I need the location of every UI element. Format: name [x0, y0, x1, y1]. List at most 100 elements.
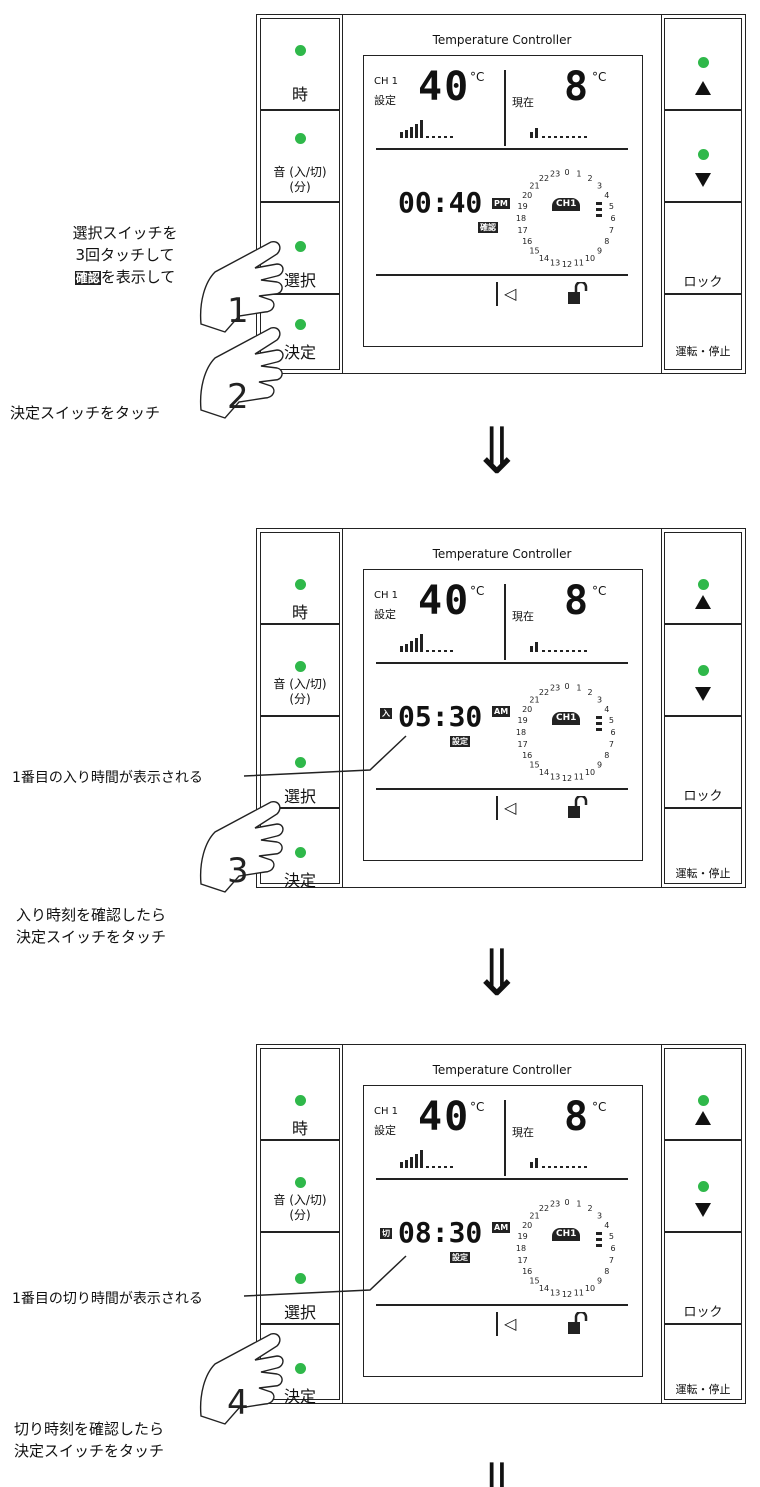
dial-number: 21 — [529, 1212, 539, 1221]
down-button[interactable] — [664, 110, 742, 202]
dial-number: 12 — [562, 260, 572, 269]
confirm-tag: 確認 — [478, 222, 498, 233]
dial-number: 17 — [518, 740, 528, 749]
sound-button-sublabel: (分) — [289, 1208, 311, 1222]
hour-button[interactable]: 時 — [260, 1048, 340, 1140]
dial-number: 19 — [518, 1232, 528, 1241]
select-button[interactable]: 選択 — [260, 1232, 340, 1324]
dial-number: 17 — [518, 1256, 528, 1265]
clock-time: 08:30 — [398, 1216, 483, 1249]
run-stop-button[interactable]: 運転・停止 — [664, 1324, 742, 1400]
dial-number: 6 — [610, 1244, 615, 1253]
current-temperature: 8 — [564, 578, 589, 624]
dial-number: 8 — [604, 751, 609, 760]
dial-number: 20 — [522, 1221, 532, 1230]
led-indicator — [295, 847, 306, 858]
controller-panel-2: 時 音 (入/切) (分) 選択 決定 Temperature Controll… — [256, 528, 746, 890]
select-button[interactable]: 選択 — [260, 716, 340, 808]
led-indicator — [295, 45, 306, 56]
lock-button[interactable]: ロック — [664, 716, 742, 808]
confirm-button-label: 決定 — [283, 871, 316, 890]
dial-number: 5 — [609, 202, 614, 211]
sound-button[interactable]: 音 (入/切) (分) — [260, 1140, 340, 1232]
instruction-text: 切り時刻を確認したら 決定スイッチをタッチ — [14, 1420, 165, 1460]
sound-button-label: 音 (入/切) — [273, 1193, 327, 1207]
dial-number: 4 — [604, 191, 609, 200]
dial-number: 21 — [529, 182, 539, 191]
set-temperature: 40 — [418, 578, 471, 624]
dial-number: 17 — [518, 226, 528, 235]
led-indicator — [295, 241, 306, 252]
display-frame: Temperature Controller CH 1 設定 40 °C 現在 … — [342, 528, 662, 888]
dial-number: 20 — [522, 705, 532, 714]
lock-button-label: ロック — [683, 275, 723, 290]
dial-number: 14 — [539, 768, 549, 777]
dial-number: 16 — [522, 237, 532, 246]
dial-number: 15 — [529, 1277, 539, 1286]
channel-badge: CH1 — [552, 1228, 581, 1241]
dial-number: 1 — [576, 684, 581, 693]
dial-marks — [596, 202, 602, 220]
current-label: 現在 — [512, 96, 534, 109]
dial-number: 12 — [562, 774, 572, 783]
sound-button[interactable]: 音 (入/切) (分) — [260, 110, 340, 202]
display-frame: Temperature Controller CH 1 設定 40 °C 現在 … — [342, 14, 662, 374]
dial-number: 13 — [550, 772, 560, 781]
speaker-icon: ◁ — [504, 1314, 517, 1333]
up-arrow-icon — [695, 595, 711, 609]
led-indicator — [295, 661, 306, 672]
dial-number: 22 — [539, 174, 549, 183]
dial-number: 1 — [576, 170, 581, 179]
up-button[interactable] — [664, 532, 742, 624]
run-stop-button[interactable]: 運転・停止 — [664, 294, 742, 370]
confirm-button-label: 決定 — [283, 343, 316, 362]
dial-number: 8 — [604, 1267, 609, 1276]
sound-button-label: 音 (入/切) — [273, 165, 327, 179]
dial-number: 15 — [529, 247, 539, 256]
dial-number: 9 — [597, 1277, 602, 1286]
dial-marks — [596, 716, 602, 734]
down-arrow-icon: ⇓ — [470, 937, 524, 1011]
instruction-text: 入り時刻を確認したら 決定スイッチをタッチ — [16, 906, 167, 946]
set-temperature: 40 — [418, 1094, 471, 1140]
current-temperature: 8 — [564, 1094, 589, 1140]
run-stop-button[interactable]: 運転・停止 — [664, 808, 742, 884]
lock-button[interactable]: ロック — [664, 1232, 742, 1324]
dial-number: 2 — [587, 174, 592, 183]
led-indicator — [698, 149, 709, 160]
lock-button[interactable]: ロック — [664, 202, 742, 294]
current-label: 現在 — [512, 1126, 534, 1139]
led-indicator — [698, 1095, 709, 1106]
select-button-label: 選択 — [283, 787, 316, 806]
ampm-indicator: AM — [492, 706, 511, 717]
dial-number: 23 — [550, 170, 560, 179]
svg-text:3: 3 — [227, 851, 249, 891]
select-button-label: 選択 — [283, 1303, 316, 1322]
divider — [496, 282, 498, 306]
dial-marks — [596, 1232, 602, 1250]
dial-number: 6 — [610, 728, 615, 737]
run-stop-label: 運転・停止 — [675, 867, 731, 880]
dial-number: 18 — [516, 728, 526, 737]
hour-button-label: 時 — [291, 85, 308, 104]
current-temperature: 8 — [564, 64, 589, 110]
sound-button[interactable]: 音 (入/切) (分) — [260, 624, 340, 716]
hour-button[interactable]: 時 — [260, 532, 340, 624]
dial-number: 20 — [522, 191, 532, 200]
hour-button[interactable]: 時 — [260, 18, 340, 110]
down-button[interactable] — [664, 624, 742, 716]
dial-number: 14 — [539, 1284, 549, 1293]
clock-time: 00:40 — [398, 186, 483, 219]
down-button[interactable] — [664, 1140, 742, 1232]
channel-label: CH 1 — [374, 1106, 399, 1117]
divider — [376, 1304, 628, 1306]
up-button[interactable] — [664, 18, 742, 110]
run-stop-label: 運転・停止 — [675, 345, 731, 358]
sound-button-sublabel: (分) — [289, 180, 311, 194]
up-arrow-icon — [695, 1111, 711, 1125]
dial-number: 0 — [564, 682, 569, 691]
up-button[interactable] — [664, 1048, 742, 1140]
